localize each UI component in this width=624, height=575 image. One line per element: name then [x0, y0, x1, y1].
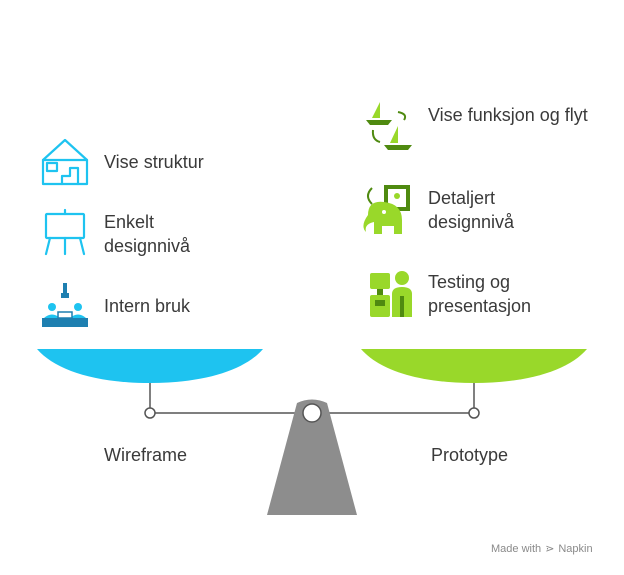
watermark: Made with ⋗ Napkin — [491, 542, 593, 556]
team-meeting-icon — [42, 283, 88, 327]
right-pan — [361, 349, 587, 383]
prototype-title: Prototype — [431, 445, 509, 465]
elephant-picture-icon — [363, 185, 410, 234]
prototype-item-3: Testing og presentasjon — [428, 272, 532, 316]
sailboats-flow-icon — [366, 102, 412, 150]
wireframe-item-3: Intern bruk — [104, 296, 191, 316]
wireframe-item-1: Vise struktur — [104, 152, 204, 172]
right-joint — [468, 407, 480, 419]
pivot — [302, 403, 322, 423]
presenter-icon — [370, 271, 412, 317]
easel-icon — [44, 208, 86, 256]
watermark-prefix: Made with — [491, 542, 542, 555]
left-pan — [37, 349, 263, 383]
prototype-item-1: Vise funksjon og flyt — [428, 105, 588, 125]
wireframe-title: Wireframe — [104, 445, 188, 465]
fulcrum — [267, 399, 357, 515]
left-joint — [144, 407, 156, 419]
prototype-item-2: Detaljert designnivå — [428, 188, 515, 232]
watermark-brand: Napkin — [558, 542, 593, 555]
napkin-logo-icon: ⋗ — [545, 543, 555, 555]
house-blueprint-icon — [41, 138, 89, 186]
wireframe-item-2: Enkelt designnivå — [104, 212, 191, 256]
